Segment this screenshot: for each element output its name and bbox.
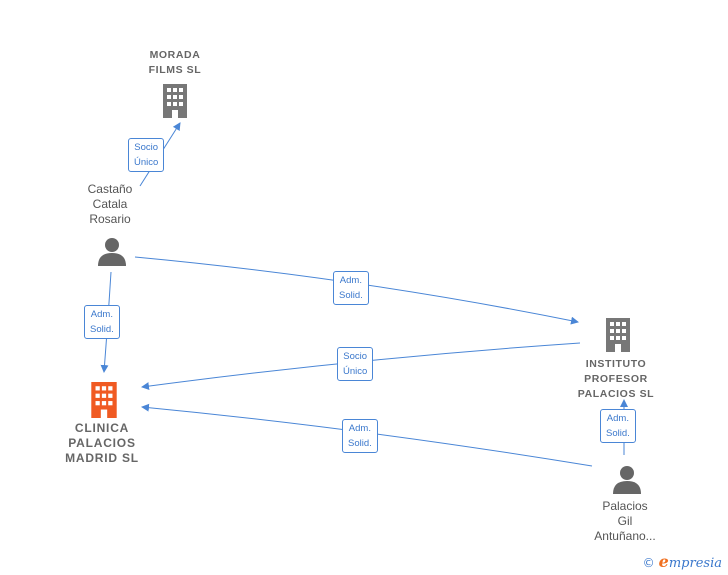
- building-icon[interactable]: [604, 318, 632, 357]
- relation-label: Socio Único: [128, 138, 165, 172]
- building-icon-focus[interactable]: [89, 382, 119, 423]
- relation-label: Socio Único: [337, 347, 374, 381]
- company-label-morada[interactable]: MORADA FILMS SL: [148, 49, 202, 76]
- building-icon[interactable]: [161, 84, 189, 123]
- relation-label: Adm. Solid.: [333, 271, 369, 305]
- copyright-icon: ©: [642, 556, 655, 570]
- relation-label: Adm. Solid.: [342, 419, 378, 453]
- person-icon[interactable]: [97, 236, 127, 271]
- company-label-clinica[interactable]: CLINICA PALACIOS MADRID SL: [65, 421, 139, 465]
- person-label-palacios[interactable]: Palacios Gil Antuñano...: [594, 499, 656, 543]
- person-icon[interactable]: [612, 464, 642, 499]
- company-label-instituto[interactable]: INSTITUTO PROFESOR PALACIOS SL: [577, 358, 655, 400]
- relation-label: Adm. Solid.: [84, 305, 120, 339]
- brand-logo: ©empresia: [642, 552, 722, 571]
- relation-label: Adm. Solid.: [600, 409, 636, 443]
- person-label-castano[interactable]: Castaño Catala Rosario: [87, 182, 133, 226]
